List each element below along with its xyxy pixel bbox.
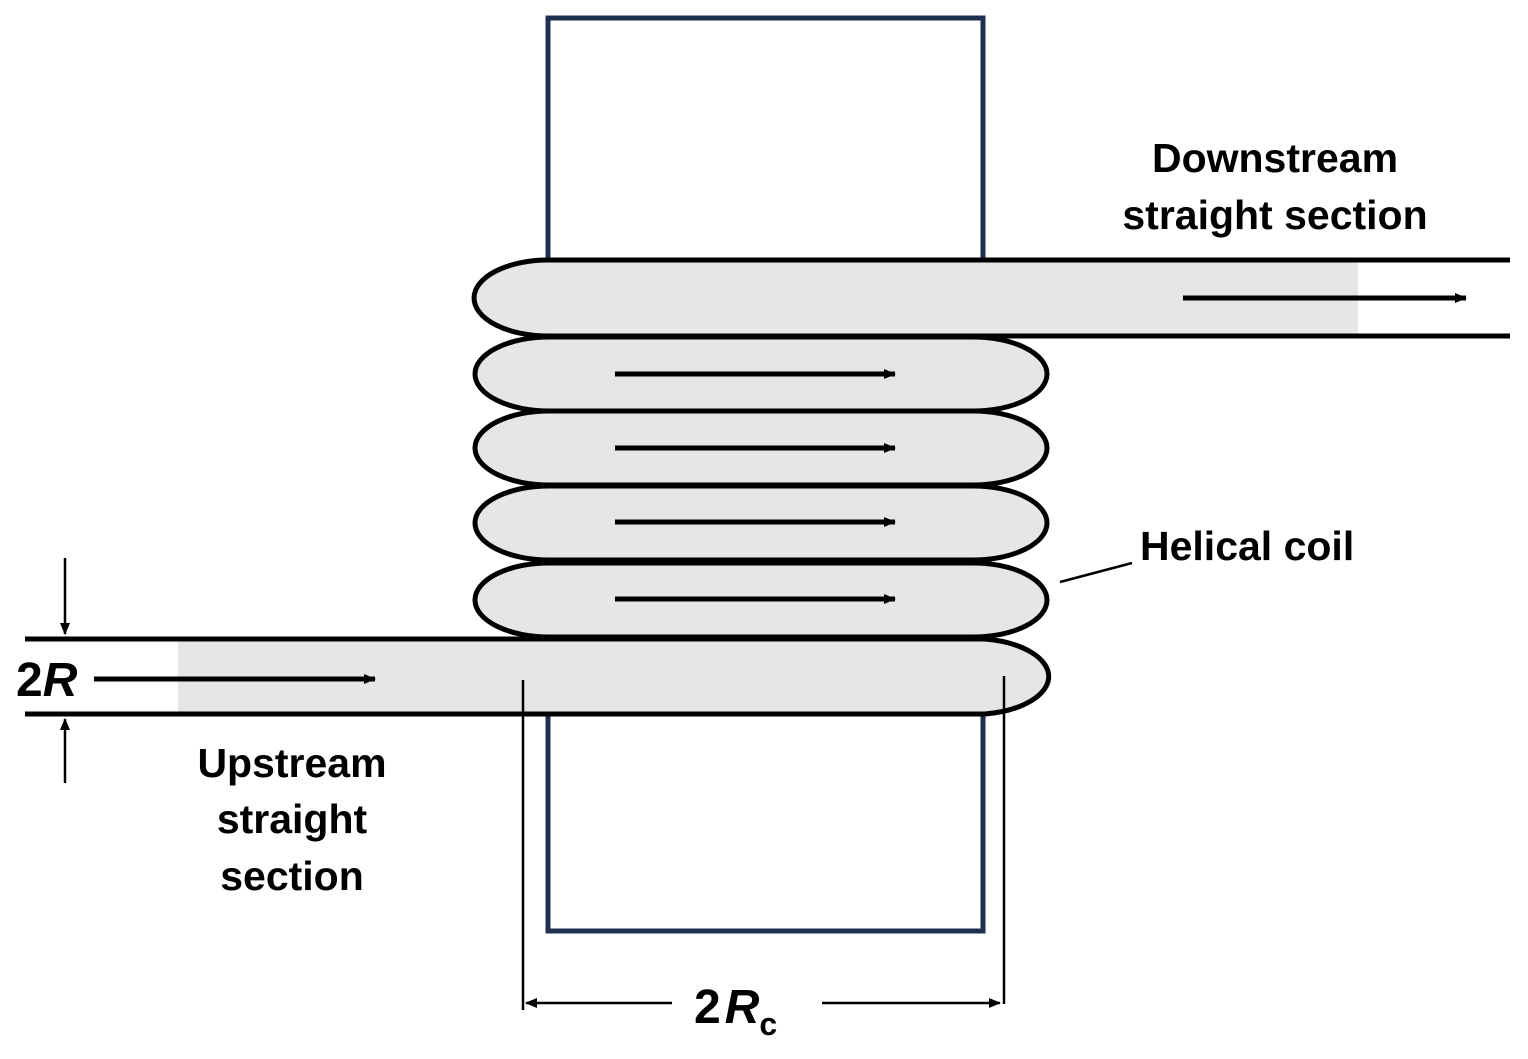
upstream-pipe-wall <box>25 636 1052 717</box>
upstream-label-line3: section <box>220 853 364 899</box>
coil-diameter-label: 2Rc <box>694 981 777 1042</box>
downstream-label-line2: straight section <box>1122 192 1427 238</box>
core-cylinder <box>545 15 986 934</box>
core-upper-outline <box>545 15 986 258</box>
core-lower-outline <box>545 714 986 934</box>
upstream-pipe <box>25 636 1052 717</box>
upstream-pipe-fill <box>178 639 1049 714</box>
helical-coil-leader <box>1059 561 1133 584</box>
coil-diameter-dimension: 2Rc <box>521 676 1006 1042</box>
downstream-pipe <box>471 257 1510 339</box>
pipe-diameter-dimension: 2R <box>16 558 78 783</box>
helical-coil-label: Helical coil <box>1140 523 1354 569</box>
downstream-pipe-fill <box>474 260 1358 336</box>
upstream-label-line2: straight <box>217 796 368 842</box>
upstream-label-line1: Upstream <box>197 740 386 786</box>
downstream-label-line1: Downstream <box>1152 135 1398 181</box>
helical-coil-turns <box>472 334 1050 640</box>
pipe-diameter-label: 2R <box>16 654 78 707</box>
downstream-pipe-wall-upper <box>471 257 1510 339</box>
